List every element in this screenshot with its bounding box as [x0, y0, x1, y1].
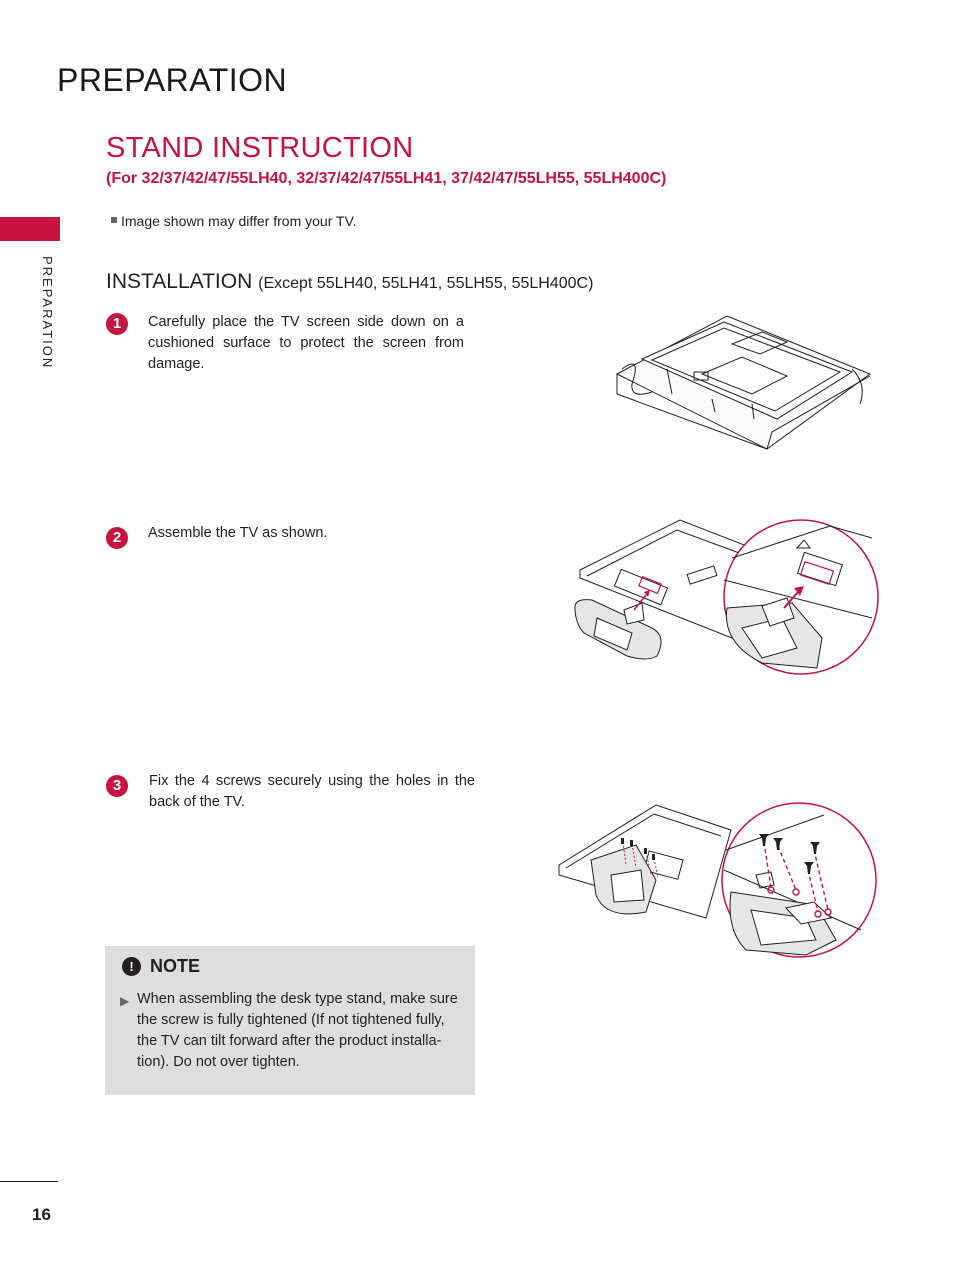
footer-divider	[0, 1181, 58, 1182]
installation-title: INSTALLATION	[106, 270, 253, 293]
step-2-badge: 2	[106, 527, 128, 549]
step-1-illustration	[615, 315, 872, 450]
bullet-square-icon	[111, 217, 117, 224]
page-header-title: PREPARATION	[57, 62, 288, 98]
step-3-illustration	[558, 802, 877, 958]
note-label: NOTE	[150, 956, 201, 976]
installation-heading: INSTALLATION (Except 55LH40, 55LH41, 55L…	[106, 270, 593, 294]
step-1-badge: 1	[106, 313, 128, 335]
sidebar-section-label: PREPARATION	[40, 256, 55, 370]
disclaimer: Image shown may differ from your TV.	[111, 213, 357, 229]
page-number: 16	[32, 1205, 51, 1224]
exclamation-icon: !	[122, 957, 141, 976]
step-3-badge: 3	[106, 775, 128, 797]
step-1-text: Carefully place the TV screen side down …	[148, 314, 464, 372]
model-list: (For 32/37/42/47/55LH40, 32/37/42/47/55L…	[106, 170, 667, 187]
note-box	[105, 946, 475, 1095]
step-2-text: Assemble the TV as shown.	[148, 525, 328, 541]
step-3-text: Fix the 4 screws securely using the hole…	[149, 773, 475, 810]
note-text: When assembling the desk type stand, mak…	[137, 991, 458, 1070]
section-title: STAND INSTRUCTION	[106, 132, 414, 164]
triangle-bullet-icon: ▶	[120, 994, 130, 1008]
step-2-illustration	[574, 519, 879, 675]
installation-subtitle: (Except 55LH40, 55LH41, 55LH55, 55LH400C…	[258, 275, 594, 292]
disclaimer-text: Image shown may differ from your TV.	[121, 213, 357, 229]
sidebar-tab-marker	[0, 217, 60, 241]
